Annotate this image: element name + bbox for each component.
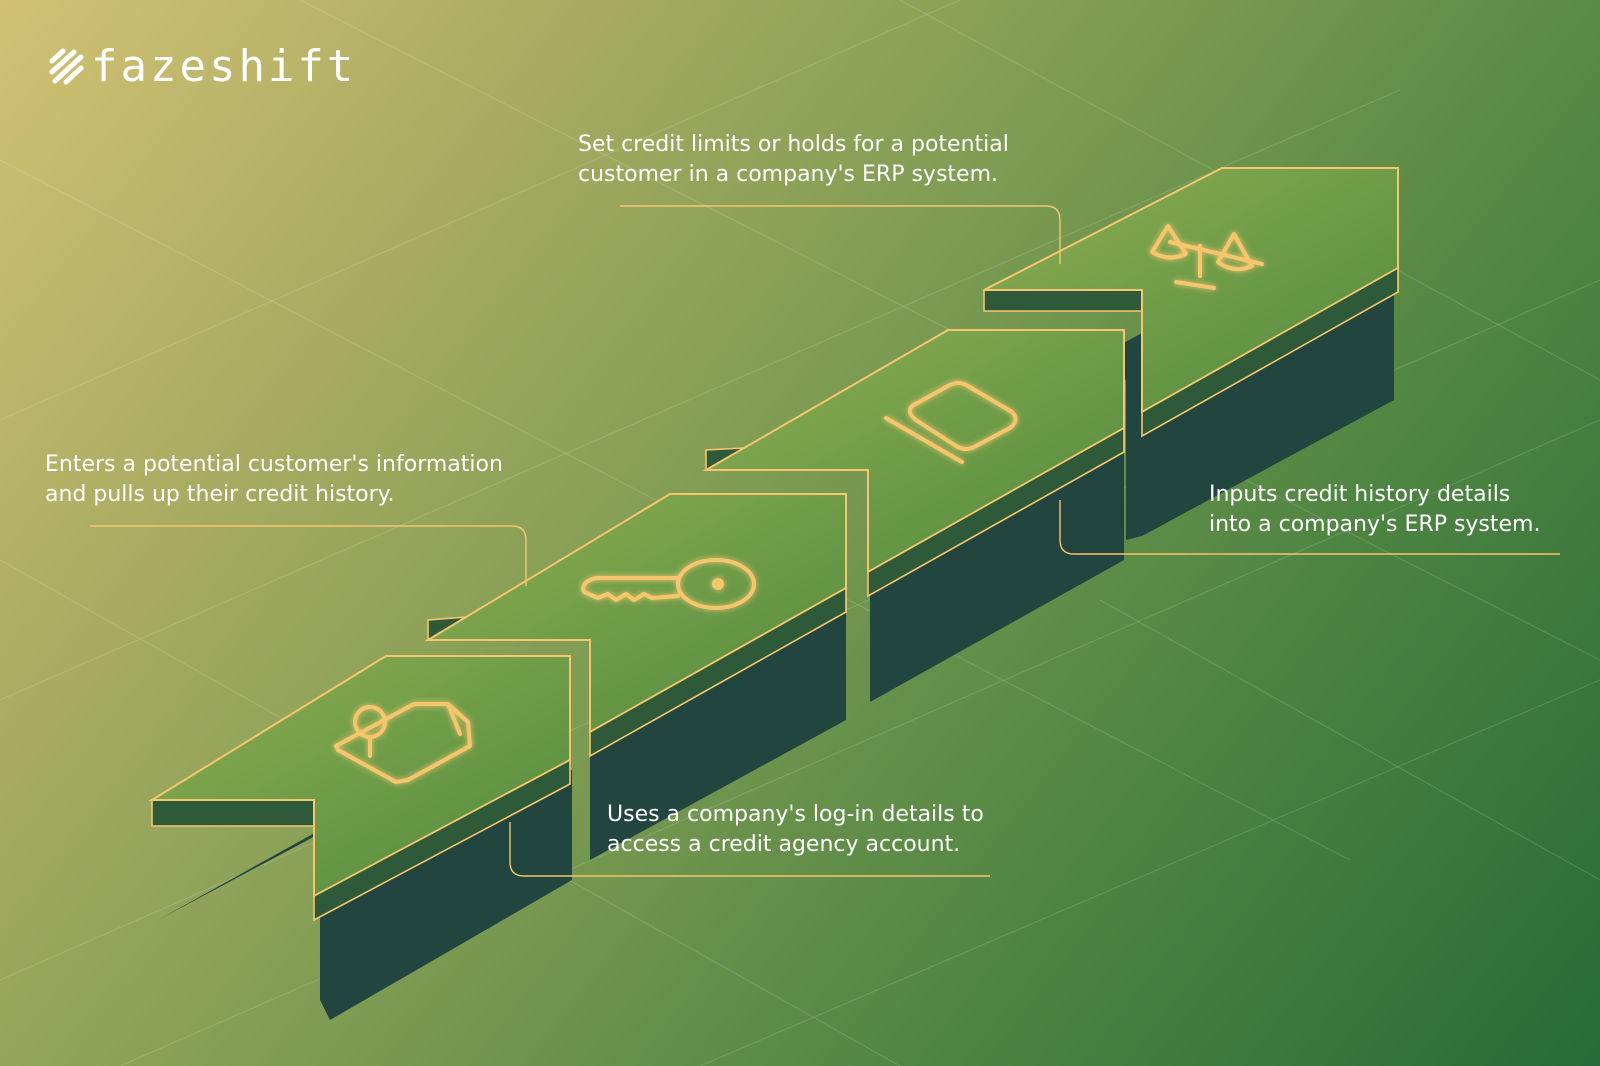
scales-icon [1150,224,1264,290]
brand-name: fazeshift [91,41,357,92]
step-2-shadow [590,600,846,860]
key-icon [581,558,756,610]
connector-step-4 [620,205,1061,264]
step-2-caption: Enters a potential customer's informatio… [45,452,503,507]
step-4 [983,167,1399,540]
step-2-edge [589,586,847,758]
folder-key-icon [334,702,472,784]
step-1 [148,655,572,1020]
step-1-caption: Uses a company's log-in details to acces… [607,802,984,857]
connector-step-3 [1059,500,1560,555]
tablet-icon [884,381,1018,464]
connector-step-2 [509,822,990,877]
step-3-edge [867,426,1125,598]
connector-step-1 [90,525,527,586]
step-3-caption: Inputs credit history details into a com… [1209,482,1541,537]
step-2 [424,493,847,860]
step-4-edge [1141,266,1399,438]
step-1-base [151,799,315,827]
step-4-caption: Set credit limits or holds for a potenti… [578,132,1009,187]
logo-mark-icon [49,48,84,85]
connector-lines [90,205,1560,877]
brand-logo: fazeshift [47,42,356,92]
step-1-edge [313,758,571,922]
